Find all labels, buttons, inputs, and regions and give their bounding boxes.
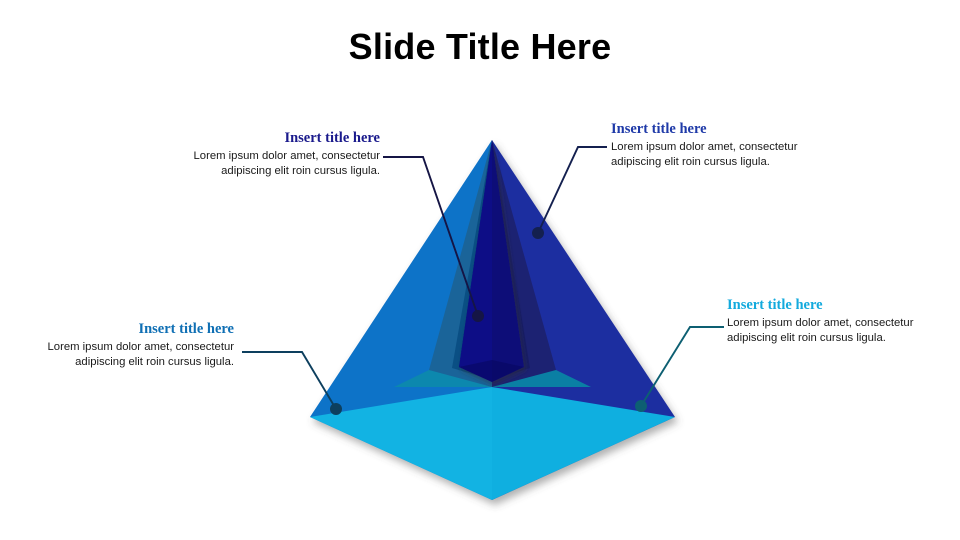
leader-bottom-right: [635, 326, 724, 412]
callout-title: Insert title here: [611, 121, 707, 137]
callout-body: Lorem ipsum dolor amet, consectetur adip…: [727, 316, 914, 344]
callout-title: Insert title here: [138, 321, 234, 337]
marker-dot-top-left[interactable]: [472, 310, 484, 322]
marker-dot-bottom-right[interactable]: [635, 400, 647, 412]
callout-body: Lorem ipsum dolor amet, consectetur adip…: [193, 149, 380, 177]
pyramid-face-core-left: [459, 140, 492, 382]
callout-body: Lorem ipsum dolor amet, consectetur adip…: [47, 340, 234, 368]
callout-top-left[interactable]: Insert title here Lorem ipsum dolor amet…: [180, 130, 380, 178]
callout-body: Lorem ipsum dolor amet, consectetur adip…: [611, 140, 798, 168]
leader-bottom-left: [242, 351, 342, 415]
marker-dot-top-right[interactable]: [532, 227, 544, 239]
leader-top-right: [532, 146, 607, 239]
marker-dot-bottom-left[interactable]: [330, 403, 342, 415]
pyramid-layer-core[interactable]: [459, 140, 524, 382]
pyramid-base-left: [310, 387, 492, 500]
callout-bottom-right[interactable]: Insert title here Lorem ipsum dolor amet…: [727, 297, 927, 345]
page-title: Slide Title Here: [348, 26, 612, 67]
pyramid-core-base-cap: [459, 360, 524, 382]
callout-bottom-left[interactable]: Insert title here Lorem ipsum dolor amet…: [34, 321, 234, 369]
leader-top-left: [383, 156, 484, 322]
callout-title: Insert title here: [727, 297, 823, 313]
callout-title: Insert title here: [284, 130, 380, 146]
callout-top-right[interactable]: Insert title here Lorem ipsum dolor amet…: [611, 121, 811, 169]
pyramid-base-right: [492, 387, 675, 500]
pyramid-face-core-right: [492, 140, 524, 382]
